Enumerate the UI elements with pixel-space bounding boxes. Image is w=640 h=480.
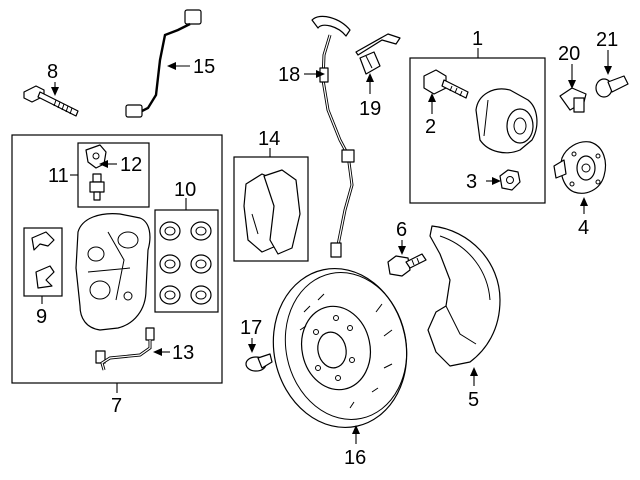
spring-clips-9 — [31, 231, 55, 289]
splash-shield-5 — [427, 225, 501, 367]
callout-4: 4 — [578, 217, 589, 239]
brake-pads-14 — [243, 169, 301, 255]
bolt-8 — [23, 85, 79, 117]
rotor-screw-17 — [245, 353, 273, 372]
sensor-bolt-21 — [595, 75, 629, 98]
speed-sensor-20 — [559, 87, 587, 113]
callout-12: 12 — [120, 154, 142, 176]
clip-kit-box — [23, 227, 63, 297]
hub-flange-4 — [553, 141, 607, 194]
callout-8: 8 — [47, 61, 58, 83]
hub-bolt-2 — [423, 69, 469, 99]
callout-18: 18 — [278, 64, 300, 86]
callout-16: 16 — [344, 447, 366, 469]
brake-pad-box — [233, 156, 309, 262]
callout-5: 5 — [468, 389, 479, 411]
brake-hose-18 — [311, 15, 355, 258]
leader-lines — [41, 48, 612, 444]
callout-21: 21 — [596, 29, 618, 51]
callout-2: 2 — [425, 116, 436, 138]
brake-line-13 — [95, 327, 155, 371]
callout-19: 19 — [359, 98, 381, 120]
caliper-bolt-6 — [387, 253, 427, 277]
callout-15: 15 — [193, 56, 215, 78]
bleeder-screw — [89, 173, 105, 201]
brake-caliper-7 — [75, 213, 151, 331]
wear-sensor-15 — [125, 9, 202, 118]
hose-bracket-19 — [355, 33, 401, 75]
callout-17: 17 — [240, 317, 262, 339]
callout-9: 9 — [36, 306, 47, 328]
callout-7: 7 — [111, 395, 122, 417]
callout-13: 13 — [172, 342, 194, 364]
hub-assembly-1 — [475, 88, 538, 154]
brake-rotor-16 — [272, 267, 408, 429]
callout-6: 6 — [396, 219, 407, 241]
callout-14: 14 — [258, 128, 280, 150]
callout-20: 20 — [558, 43, 580, 65]
callout-11: 11 — [48, 165, 69, 187]
callout-3: 3 — [466, 171, 477, 193]
callout-1: 1 — [472, 28, 483, 50]
nut-3 — [499, 169, 521, 191]
callout-10: 10 — [174, 179, 196, 201]
piston-seals-10 — [159, 221, 212, 305]
